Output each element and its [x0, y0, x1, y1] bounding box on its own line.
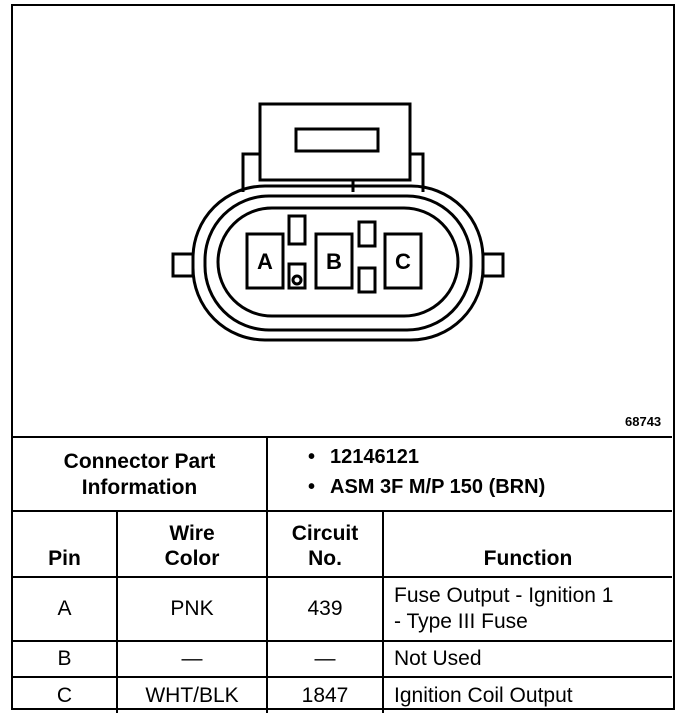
- function-cell: Fuse Output - Ignition 1 - Type III Fuse: [382, 576, 672, 642]
- bullet: •: [308, 476, 316, 498]
- part-number-item: • ASM 3F M/P 150 (BRN): [268, 472, 545, 502]
- pin-a-label: A: [257, 249, 273, 274]
- latch-housing: [258, 102, 412, 182]
- latch-left-shoulder: [241, 152, 260, 192]
- header-circuit-no: Circuit No.: [266, 510, 384, 578]
- table-row: C WHT/BLK 1847 Ignition Coil Output: [13, 676, 672, 713]
- connector-diagram: A B C 68743: [13, 6, 672, 436]
- pin-cell: B: [13, 640, 118, 678]
- pin-cell: C: [13, 676, 118, 713]
- function-cell: Not Used: [382, 640, 672, 678]
- function-line2: - Type III Fuse: [394, 610, 528, 633]
- function-line1: Fuse Output - Ignition 1: [394, 584, 614, 607]
- function-cell: Ignition Coil Output: [382, 676, 672, 713]
- pin-cell: A: [13, 576, 118, 642]
- header-wire-color: Wire Color: [116, 510, 268, 578]
- diagram-frame: A B C 68743 Connector Part Information •…: [11, 4, 675, 713]
- key-slot-3: [357, 220, 377, 248]
- figure-number: 68743: [625, 414, 662, 429]
- header-wire-line1: Wire: [169, 522, 215, 545]
- circuit-cell: 439: [266, 576, 384, 642]
- wire-color-cell: WHT/BLK: [116, 676, 268, 713]
- pin-b-label: B: [326, 249, 342, 274]
- latch-slot: [294, 127, 380, 153]
- header-circuit-line2: No.: [308, 547, 342, 570]
- right-tab: [481, 252, 505, 278]
- part-info-label-line1: Connector Part: [63, 450, 216, 473]
- wire-color-cell: PNK: [116, 576, 268, 642]
- table-row: B — — Not Used: [13, 640, 672, 678]
- pin-c-label: C: [395, 249, 411, 274]
- latch-right-shoulder: [410, 152, 425, 192]
- connector-face-drawing: A B C: [171, 102, 505, 342]
- key-slot-2: [287, 262, 307, 290]
- part-number-item: • 12146121: [268, 442, 545, 472]
- bullet: •: [308, 446, 316, 468]
- table-header-row: Pin Wire Color Circuit No. Function: [13, 510, 672, 578]
- pinout-table: Pin Wire Color Circuit No. Function A PN…: [13, 510, 672, 713]
- pin-b-cavity: [314, 232, 354, 290]
- part-numbers-list: • 12146121 • ASM 3F M/P 150 (BRN): [268, 442, 545, 502]
- key-slot-4: [357, 266, 377, 294]
- header-pin: Pin: [13, 510, 118, 578]
- pin-a-cavity: [245, 232, 285, 290]
- header-function: Function: [382, 510, 672, 578]
- key-dot: [291, 274, 303, 286]
- connector-inner-shell: [203, 194, 473, 332]
- header-circuit-line1: Circuit: [291, 522, 359, 545]
- key-slot-1: [287, 214, 307, 246]
- part-info-label-line2: Information: [81, 476, 198, 499]
- left-tab: [171, 252, 195, 278]
- circuit-cell: 1847: [266, 676, 384, 713]
- connector-part-info: Connector Part Information • 12146121 • AS…: [13, 436, 672, 512]
- connector-outer-shell: [191, 184, 485, 342]
- pin-c-cavity: [383, 232, 423, 290]
- wire-color-cell: —: [116, 640, 268, 678]
- part-info-label: Connector Part Information: [13, 438, 268, 512]
- connector-face: [216, 206, 460, 318]
- circuit-cell: —: [266, 640, 384, 678]
- table-row: A PNK 439 Fuse Output - Ignition 1 - Typ…: [13, 576, 672, 642]
- part-description: ASM 3F M/P 150 (BRN): [330, 476, 546, 498]
- header-wire-line2: Color: [164, 547, 220, 570]
- part-number: 12146121: [330, 446, 419, 468]
